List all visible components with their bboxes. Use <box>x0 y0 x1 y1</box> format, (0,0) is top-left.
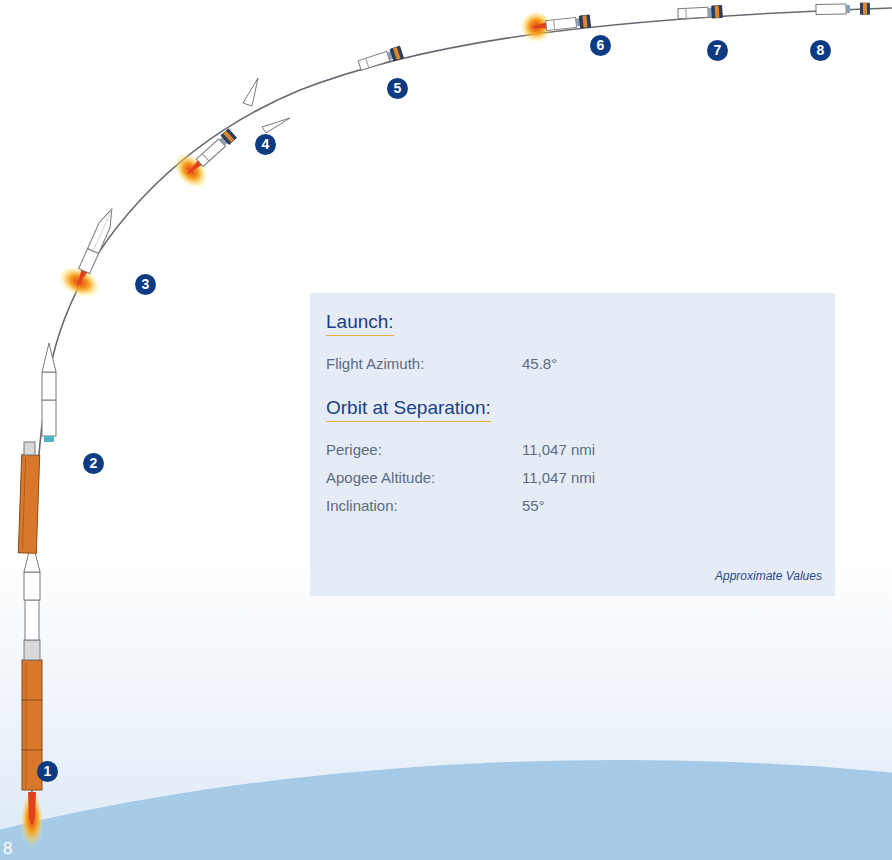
info-panel: Launch: Flight Azimuth: 45.8° Orbit at Sepa… <box>310 293 835 596</box>
callout-number: 4 <box>255 134 276 155</box>
callout-number: 1 <box>37 761 58 782</box>
section-heading: Orbit at Separation: <box>326 397 491 422</box>
field-value: 11,047 nmi <box>522 441 595 459</box>
field-value: 45.8° <box>522 355 557 373</box>
field-name: Inclination: <box>326 497 398 515</box>
page-number: 8 <box>3 840 12 858</box>
callout-number: 7 <box>707 40 728 61</box>
callout-number: 3 <box>135 274 156 295</box>
field-name: Perigee: <box>326 441 382 459</box>
field-name: Apogee Altitude: <box>326 469 435 487</box>
callout-number: 6 <box>590 35 611 56</box>
callout-number: 5 <box>387 78 408 99</box>
field-value: 55° <box>522 497 545 515</box>
callout-number: 8 <box>810 40 831 61</box>
footnote: Approximate Values <box>715 569 822 583</box>
field-name: Flight Azimuth: <box>326 355 424 373</box>
field-value: 11,047 nmi <box>522 469 595 487</box>
callout-number: 2 <box>83 453 104 474</box>
section-heading: Launch: <box>326 311 394 336</box>
